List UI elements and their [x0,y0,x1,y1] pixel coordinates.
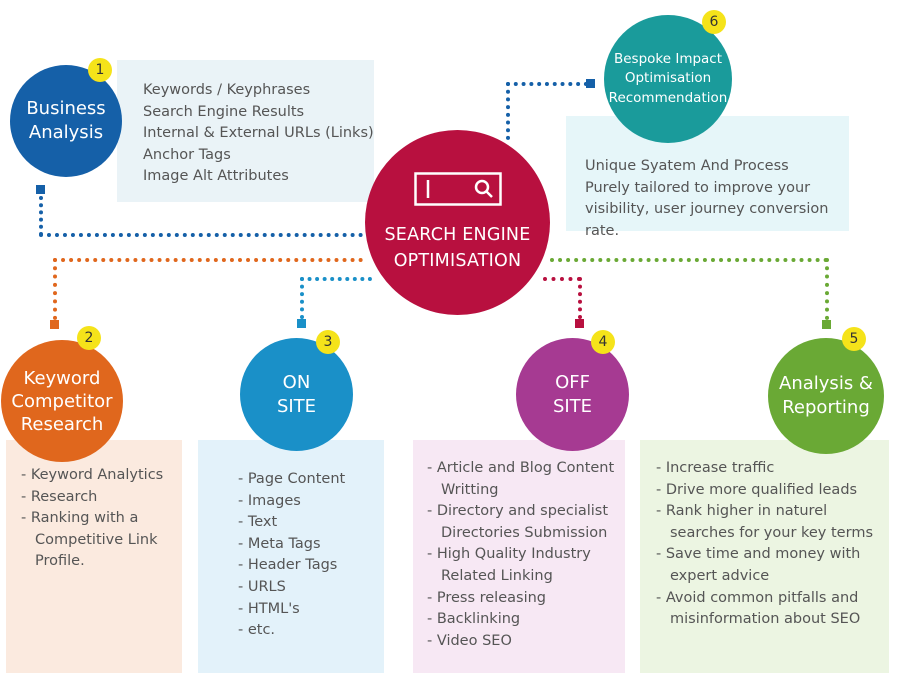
offsite-title-line2: SITE [552,395,593,417]
seo-title-line2: OPTIMISATION [393,250,522,271]
keyword-title-line2: Competitor [11,390,113,412]
list-item: Internal & External URLs (Links) [143,125,374,142]
connector-onsite-vertical [300,277,304,319]
bespoke-description: Unique Syatem And Process Purely tailore… [585,158,829,239]
search-bar-icon [413,171,502,206]
seo-center-circle: SEARCH ENGINE OPTIMISATION [365,130,550,315]
keyword-title-line1: Keyword [23,367,101,389]
connector-bespoke-vertical [506,82,510,140]
list-item: Image Alt Attributes [143,168,289,185]
business-analysis-title-line1: Business [26,98,106,119]
analysis-title-line2: Reporting [782,397,870,418]
analysis-panel: - Increase traffic - Drive more qualifie… [640,440,889,673]
list-item: - Meta Tags [238,535,321,552]
step-badge-6: 6 [702,10,726,34]
connector-business-square [36,185,45,194]
offsite-panel: - Article and Blog Content Writting - Di… [413,440,625,673]
connector-offsite-horizontal [543,277,581,281]
list-item: - Directory and specialist Directories S… [427,503,609,541]
bespoke-circle: Bespoke Impact Optimisation Recommendati… [604,15,732,143]
connector-analysis-vertical [825,258,829,320]
offsite-circle: OFF SITE [516,338,629,451]
bespoke-title-line3: Recommendation [608,89,728,106]
analysis-title-line1: Analysis & [779,373,873,394]
connector-bespoke-horizontal [506,82,588,86]
list-item: - Text [238,514,278,531]
onsite-circle: ON SITE [240,338,353,451]
business-analysis-title-line2: Analysis [28,122,104,143]
connector-business-vertical [39,196,43,236]
list-item: - Drive more qualified leads [656,481,858,498]
connector-analysis-square [822,320,831,329]
connector-onsite-horizontal [300,277,372,281]
list-item: - Video SEO [427,632,512,649]
list-item: - Header Tags [238,557,338,574]
list-item: - Increase traffic [656,460,775,476]
list-item: - HTML's [238,600,300,617]
connector-keyword-vertical [53,258,57,320]
connector-analysis-horizontal [550,258,828,262]
list-item: - Ranking with a Competitive Link Profil… [21,510,158,570]
connector-keyword-horizontal [53,258,363,262]
step-badge-4: 4 [591,330,615,354]
offsite-title-line1: OFF [555,371,590,393]
keyword-title-line3: Research [20,413,104,435]
list-item: - Article and Blog Content Writting [427,460,615,498]
analysis-circle: Analysis & Reporting [768,338,884,454]
business-analysis-list: Keywords / Keyphrases Search Engine Resu… [143,80,374,188]
connector-bespoke-square [586,79,595,88]
list-item: - Research [21,488,98,505]
offsite-list: - Article and Blog Content Writting - Di… [427,458,617,652]
seo-title-line1: SEARCH ENGINE [384,224,531,245]
connector-business-horizontal [39,233,379,237]
keyword-list: - Keyword Analytics - Research - Ranking… [21,465,168,573]
bespoke-panel: Unique Syatem And Process Purely tailore… [566,116,849,239]
onsite-title-line1: ON [282,371,311,393]
onsite-title-line2: SITE [276,395,317,417]
bespoke-title-line2: Optimisation [624,70,712,87]
onsite-list: - Page Content - Images - Text - Meta Ta… [238,469,384,642]
list-item: - URLS [238,578,286,595]
connector-offsite-square [575,319,584,328]
list-item: - Press releasing [427,589,546,606]
business-analysis-circle: Business Analysis [10,65,122,177]
keyword-panel: - Keyword Analytics - Research - Ranking… [6,440,182,673]
list-item: - etc. [238,622,276,639]
list-item: - Page Content [238,471,346,487]
list-item: - Save time and money with expert advice [656,546,861,584]
list-item: Search Engine Results [143,103,305,120]
connector-onsite-square [297,319,306,328]
step-badge-5: 5 [842,327,866,351]
list-item: - Avoid common pitfalls and misinformati… [656,589,861,628]
list-item: - Images [238,492,301,509]
list-item: - Keyword Analytics [21,467,164,483]
list-item: - Rank higher in naturel searches for yo… [656,503,873,541]
list-item: Anchor Tags [143,146,231,163]
bespoke-title-line1: Bespoke Impact [613,50,723,67]
connector-offsite-vertical [578,277,582,319]
analysis-list: - Increase traffic - Drive more qualifie… [656,458,881,631]
list-item: - Backlinking [427,611,521,628]
connector-keyword-square [50,320,59,329]
step-badge-3: 3 [316,330,340,354]
business-analysis-panel: Keywords / Keyphrases Search Engine Resu… [117,60,374,202]
step-badge-1: 1 [88,58,112,82]
onsite-panel: - Page Content - Images - Text - Meta Ta… [198,440,384,673]
keyword-circle: Keyword Competitor Research [1,340,123,462]
list-item: Keywords / Keyphrases [143,82,311,98]
step-badge-2: 2 [77,326,101,350]
list-item: - High Quality Industry Related Linking [427,546,591,584]
